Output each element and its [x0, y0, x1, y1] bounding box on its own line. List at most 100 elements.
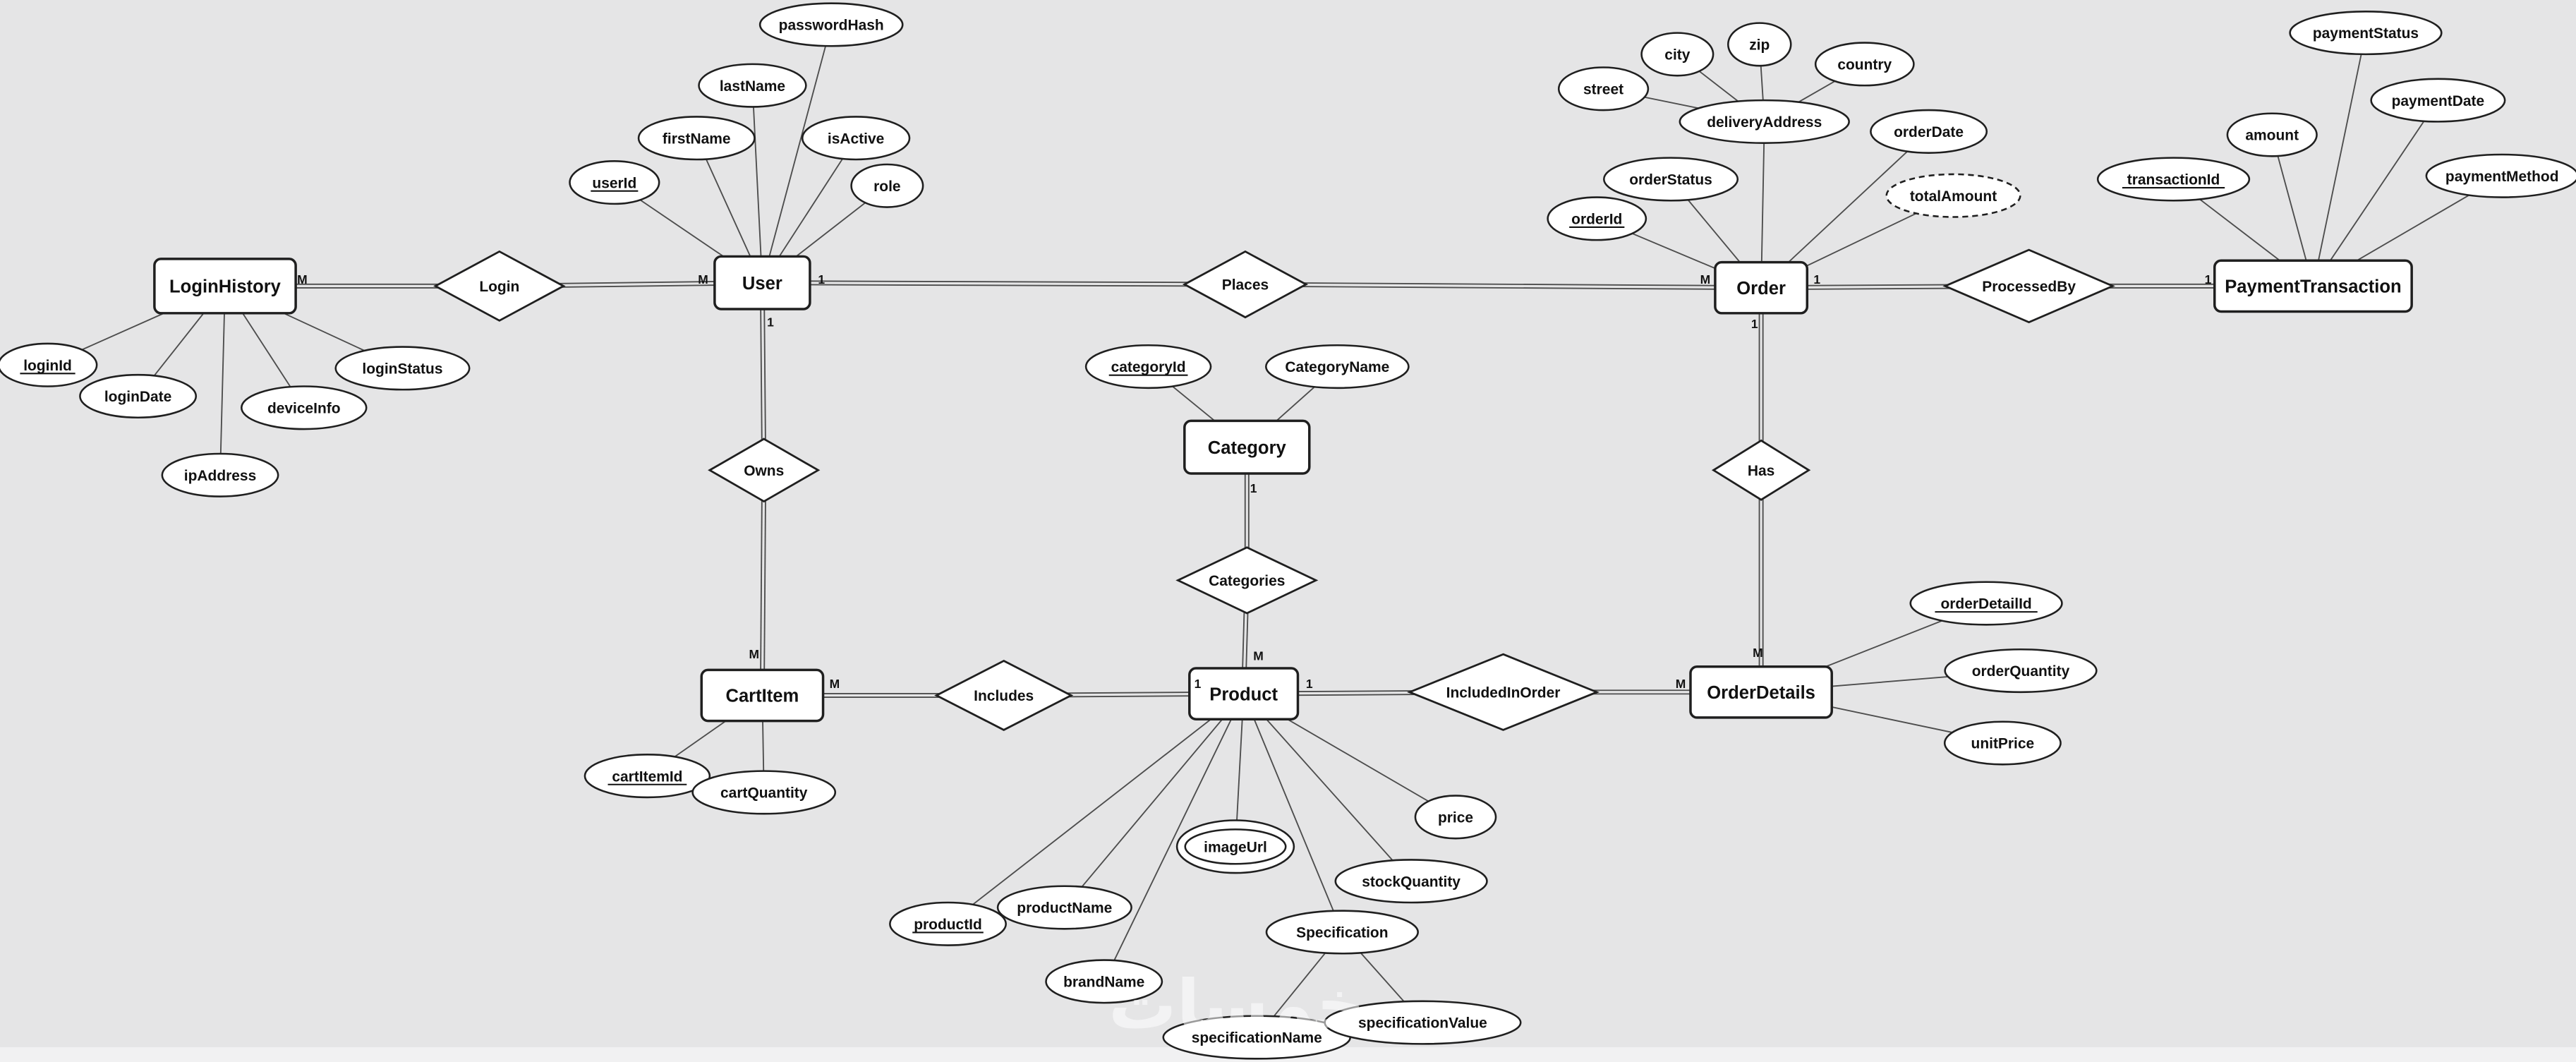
- attribute-label-paymentMethod: paymentMethod: [2445, 169, 2559, 185]
- attribute-connector-paymentStatus: [2312, 32, 2366, 286]
- attribute-label-ipAddress: ipAddress: [184, 468, 256, 484]
- attribute-label-categoryId: categoryId: [1111, 359, 1186, 375]
- attribute-ellipse-transactionId: [2096, 157, 2251, 202]
- attribute-ellipse-CategoryName: [1265, 344, 1410, 390]
- attribute-orderDate: orderDate: [1870, 109, 1988, 154]
- edge-line: [759, 282, 763, 471]
- connector-lines: [47, 24, 2503, 1038]
- attribute-loginStatus: loginStatus: [334, 346, 471, 391]
- attribute-productId: productId: [889, 901, 1007, 946]
- entity-Category: Category: [1183, 419, 1311, 475]
- attribute-label-role: role: [873, 179, 900, 195]
- attribute-label-specificationName: specificationName: [1192, 1030, 1322, 1046]
- entity-box-LoginHistory: [153, 258, 297, 315]
- cardinality-Places-Order: M: [1700, 272, 1711, 286]
- attribute-ipAddress: ipAddress: [161, 452, 279, 497]
- attribute-loginId: loginId: [0, 342, 98, 387]
- relationship-Places: Places: [1182, 250, 1309, 319]
- entity-CartItem: CartItem: [700, 668, 825, 723]
- attribute-ellipse-zip: [1727, 22, 1792, 67]
- entity-label-Product: Product: [1209, 684, 1278, 704]
- attribute-amount: amount: [2226, 112, 2318, 157]
- cardinality-IncludedInOrder-Product: 1: [1306, 677, 1313, 691]
- entity-label-Order: Order: [1736, 279, 1786, 298]
- edge-line: [759, 470, 763, 696]
- attribute-ellipse-country: [1814, 42, 1915, 87]
- attribute-ellipse-loginId: [0, 342, 98, 387]
- attribute-paymentDate: paymentDate: [2370, 78, 2506, 123]
- cardinality-ProcessedBy-PaymentTransaction: 1: [2205, 272, 2212, 286]
- attribute-label-loginId: loginId: [23, 358, 72, 374]
- attribute-paymentStatus: paymentStatus: [2289, 11, 2443, 56]
- attribute-label-deviceInfo: deviceInfo: [267, 400, 341, 416]
- relationship-diamond-Categories: [1175, 546, 1319, 615]
- attribute-productName: productName: [996, 885, 1132, 930]
- entity-box-OrderDetails: [1689, 665, 1833, 719]
- attribute-ellipse-paymentStatus: [2289, 11, 2443, 56]
- attribute-street: street: [1557, 66, 1650, 111]
- entity-Product: Product: [1188, 667, 1300, 721]
- attribute-label-orderDetailId: orderDetailId: [1940, 596, 2031, 613]
- attribute-ellipse-orderStatus: [1602, 157, 1739, 202]
- edge-Places-Order: [1245, 282, 1762, 291]
- cardinality-Includes-Product: 1: [1195, 677, 1202, 691]
- attribute-label-unitPrice: unitPrice: [1971, 736, 2035, 752]
- attribute-label-passwordHash: passwordHash: [779, 18, 884, 34]
- attribute-ellipse-brandName: [1045, 959, 1163, 1004]
- attribute-label-imageUrl: imageUrl: [1204, 839, 1267, 855]
- attribute-ellipse-isActive: [801, 116, 911, 161]
- attribute-cartQuantity: cartQuantity: [691, 770, 837, 815]
- attribute-ellipse-loginDate: [79, 373, 198, 419]
- attribute-connector-stockQuantity: [1242, 693, 1412, 882]
- attribute-connector-productId: [947, 693, 1245, 925]
- attribute-price: price: [1414, 795, 1497, 840]
- attribute-label-transactionId: transactionId: [2127, 172, 2220, 188]
- attribute-ellipse-productName: [996, 885, 1132, 930]
- attribute-label-userId: userId: [592, 175, 636, 191]
- relationship-label-Includes: Includes: [974, 688, 1034, 704]
- attribute-ellipse-specificationValue: [1324, 1000, 1522, 1045]
- entity-OrderDetails: OrderDetails: [1689, 665, 1833, 719]
- attribute-label-productId: productId: [914, 917, 982, 933]
- attribute-ellipse-unitPrice: [1943, 720, 2062, 766]
- attribute-label-cartQuantity: cartQuantity: [720, 785, 808, 802]
- attribute-CategoryName: CategoryName: [1265, 344, 1410, 390]
- entity-box-CartItem: [700, 668, 825, 723]
- attribute-label-specificationValue: specificationValue: [1358, 1015, 1487, 1032]
- attribute-label-amount: amount: [2245, 128, 2299, 144]
- entity-label-LoginHistory: LoginHistory: [169, 277, 282, 297]
- attribute-ellipse-stockQuantity: [1334, 859, 1488, 904]
- cardinality-Has-Order: 1: [1751, 317, 1758, 331]
- attribute-deviceInfo: deviceInfo: [241, 385, 368, 430]
- attribute-lastName: lastName: [698, 63, 807, 108]
- attribute-connector-lastName: [751, 85, 763, 283]
- edge-line: [762, 284, 1245, 287]
- attribute-brandName: brandName: [1045, 959, 1163, 1004]
- cardinality-Has-OrderDetails: M: [1753, 646, 1763, 660]
- relationship-Categories: Categories: [1175, 546, 1319, 615]
- attribute-label-zip: zip: [1749, 37, 1770, 54]
- attribute-ellipse-paymentDate: [2370, 78, 2506, 123]
- entity-LoginHistory: LoginHistory: [153, 258, 297, 315]
- attribute-orderStatus: orderStatus: [1602, 157, 1739, 202]
- relationship-diamond-IncludedInOrder: [1407, 653, 1600, 731]
- attribute-zip: zip: [1727, 22, 1792, 67]
- attribute-ellipse-cartQuantity: [691, 770, 837, 815]
- edge-Owns-CartItem: [759, 470, 767, 696]
- attribute-label-Specification: Specification: [1296, 925, 1388, 941]
- attribute-ellipse-paymentMethod: [2425, 153, 2576, 198]
- attribute-deliveryAddress: deliveryAddress: [1679, 99, 1850, 144]
- attribute-ellipse-productId: [889, 901, 1007, 946]
- entity-label-User: User: [742, 274, 782, 294]
- attribute-connector-ipAddress: [219, 286, 226, 476]
- attribute-country: country: [1814, 42, 1915, 87]
- relationship-label-ProcessedBy: ProcessedBy: [1982, 279, 2076, 295]
- attribute-ellipse-orderDate: [1870, 109, 1988, 154]
- cardinality-Owns-User: 1: [767, 315, 774, 330]
- cardinality-Login-User: M: [698, 272, 708, 286]
- attribute-ellipse-lastName: [698, 63, 807, 108]
- attribute-ellipse-firstName: [637, 116, 756, 161]
- attribute-specificationName: specificationName: [1162, 1015, 1352, 1060]
- entity-User: User: [713, 255, 811, 310]
- entity-box-Category: [1183, 419, 1311, 475]
